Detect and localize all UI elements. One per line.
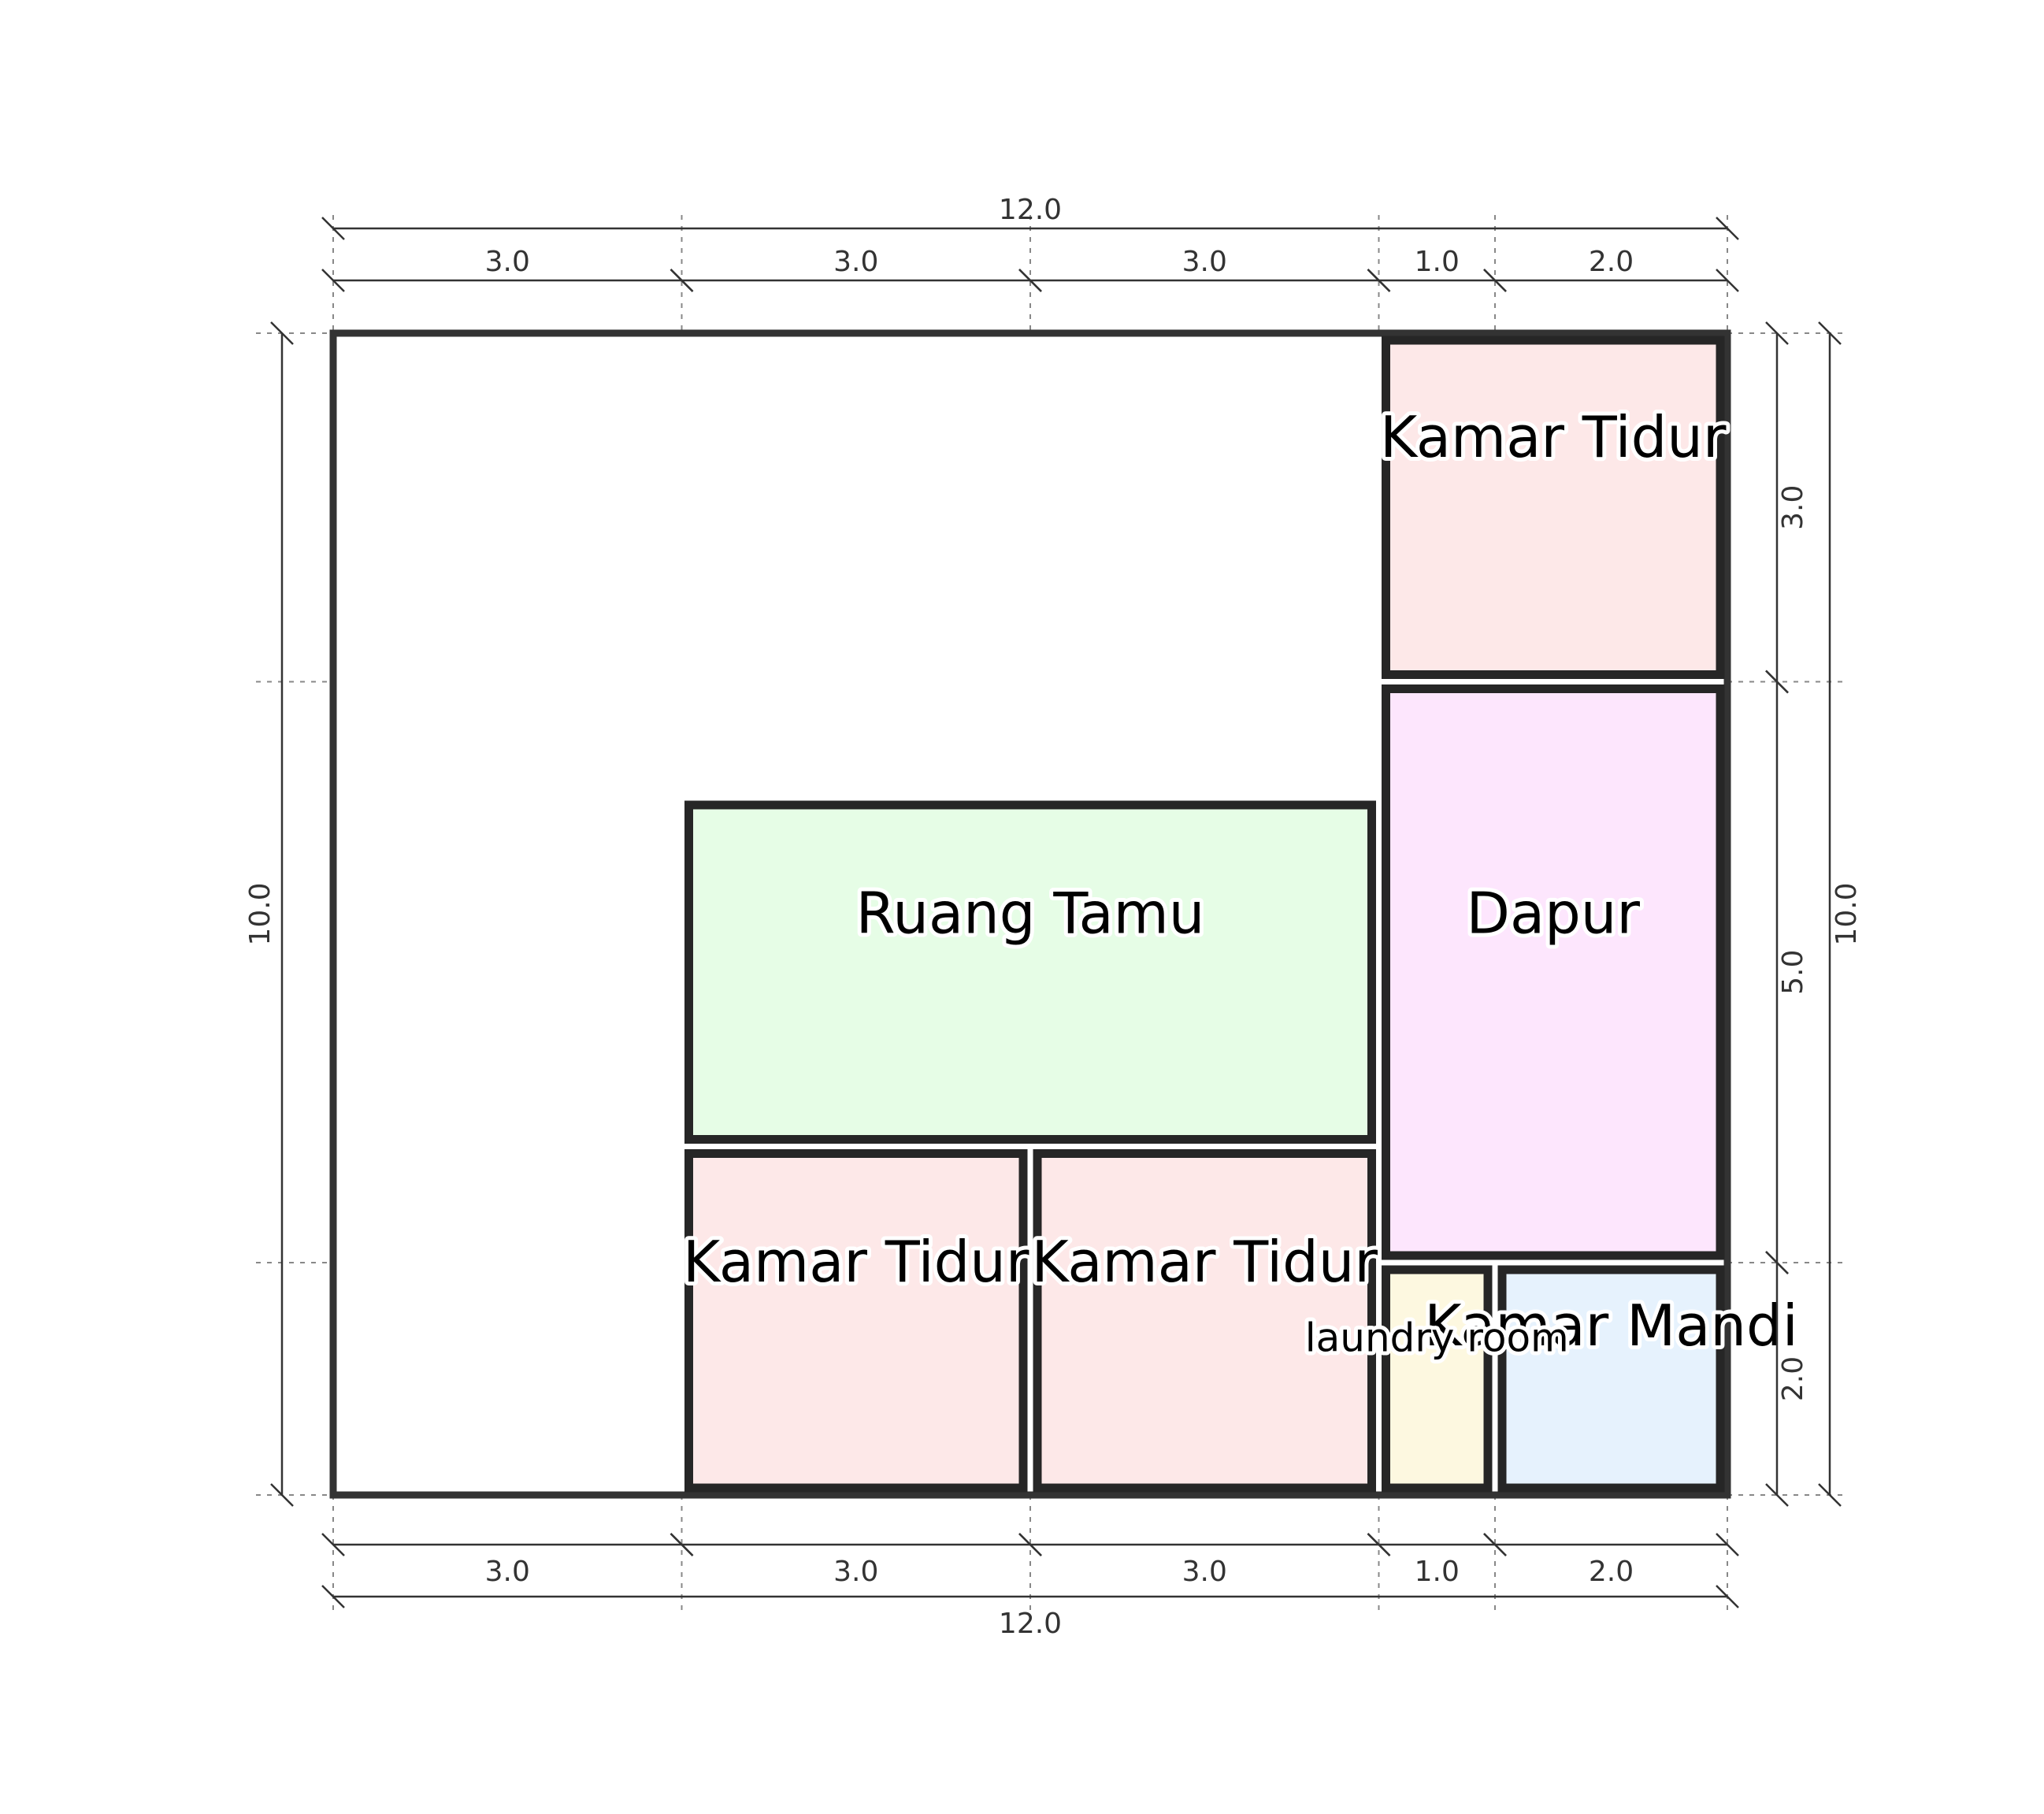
dim-tick — [270, 1483, 294, 1507]
dim-tick — [670, 1533, 694, 1556]
bottom-segment-dim-label: 3.0 — [833, 1556, 878, 1588]
room-kamar-tidur — [1382, 336, 1725, 679]
dim-tick — [1765, 670, 1789, 694]
right-total-dim-label: 10.0 — [1831, 882, 1863, 945]
top-segment-dim-label: 3.0 — [485, 246, 530, 278]
dim-tick — [1367, 269, 1391, 292]
room-kamar-mandi — [1497, 1265, 1725, 1493]
dim-tick — [321, 217, 345, 240]
dim-tick — [1018, 1533, 1042, 1556]
dim-tick — [1765, 321, 1789, 345]
right-segment-dim-label: 2.0 — [1777, 1356, 1809, 1401]
bottom-segment-dim-label: 3.0 — [485, 1556, 530, 1588]
dim-tick — [321, 269, 345, 292]
bottom-segment-dim-label: 2.0 — [1589, 1556, 1634, 1588]
left-total-dim-label: 10.0 — [244, 882, 276, 945]
rooms — [684, 336, 1725, 1493]
room-ruang-tamu — [684, 800, 1376, 1144]
room-label-laundry-room: laundry room — [1305, 1315, 1569, 1361]
room-kamar-tidur — [684, 1149, 1028, 1493]
top-segment-dim-label: 1.0 — [1415, 246, 1460, 278]
room-label-kamar-mandi: Kamar Mandi — [1424, 1293, 1797, 1359]
dim-tick — [321, 1585, 345, 1608]
room-dapur — [1382, 684, 1725, 1260]
room-laundry-room — [1382, 1265, 1493, 1493]
dim-tick — [1716, 217, 1739, 240]
room-label-kamar-tidur: Kamar Tidur — [683, 1229, 1029, 1295]
dim-tick — [1765, 1483, 1789, 1507]
dim-tick — [1818, 321, 1842, 345]
dim-tick — [1818, 1483, 1842, 1507]
dim-tick — [1018, 269, 1042, 292]
top-total-dim-label: 12.0 — [999, 194, 1062, 226]
bottom-segment-dim-label: 1.0 — [1415, 1556, 1460, 1588]
bottom-segment-dim-label: 3.0 — [1182, 1556, 1227, 1588]
dim-tick — [321, 1533, 345, 1556]
dim-tick — [1367, 1533, 1391, 1556]
dim-tick — [1483, 1533, 1507, 1556]
room-label-kamar-tidur: Kamar Tidur — [1031, 1229, 1378, 1295]
room-label-dapur: Dapur — [1467, 881, 1641, 947]
dim-tick — [1716, 269, 1739, 292]
dimension-guides — [256, 215, 1843, 1615]
top-segment-dim-label: 3.0 — [1182, 246, 1227, 278]
dimension-lines: 12.0 3.0 3.0 3.0 1.0 2.0 3.0 3.0 3.0 1.0 2.0 12.0 10… — [244, 194, 1863, 1640]
room-label-kamar-tidur: Kamar Tidur — [1380, 404, 1727, 470]
dim-tick — [1716, 1585, 1739, 1608]
dim-tick — [1765, 1251, 1789, 1274]
plan-outline — [329, 329, 1731, 1499]
dim-tick — [670, 269, 694, 292]
dim-tick — [1716, 1533, 1739, 1556]
room-label-ruang-tamu: Ruang Tamu — [856, 881, 1205, 947]
bottom-total-dim-label: 12.0 — [999, 1608, 1062, 1640]
room-kamar-tidur — [1033, 1149, 1376, 1493]
dim-tick — [1483, 269, 1507, 292]
top-segment-dim-label: 2.0 — [1589, 246, 1634, 278]
right-segment-dim-label: 5.0 — [1777, 950, 1809, 995]
right-segment-dim-label: 3.0 — [1777, 485, 1809, 530]
top-segment-dim-label: 3.0 — [833, 246, 878, 278]
dim-tick — [270, 321, 294, 345]
